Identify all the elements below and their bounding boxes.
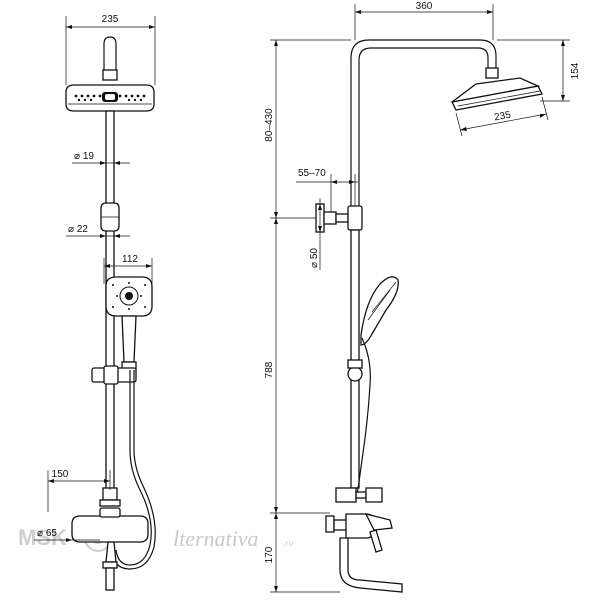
label-side-top-range: 80–430: [264, 108, 275, 142]
label-side-arm-reach: 360: [416, 1, 433, 12]
side-hose: [355, 337, 371, 501]
dimension-front-spout-offset: 150: [47, 469, 111, 512]
label-side-bar-height: 788: [264, 361, 275, 378]
dimension-side-wall-offset: 55–70: [296, 168, 358, 212]
dimension-front-bar-diameter: ⌀ 22: [66, 224, 130, 238]
label-front-mixer-diameter: ⌀ 65: [37, 528, 57, 539]
side-slide-holder: [347, 359, 363, 382]
front-view: 235 ⌀ 19: [34, 14, 156, 591]
front-mixer-body: [71, 507, 149, 591]
dimension-side-arm-reach: 360: [354, 1, 494, 40]
dimension-side-bar-height: 788: [264, 218, 330, 514]
front-diverter: [99, 487, 121, 507]
front-rain-head: [65, 84, 155, 112]
side-view: 360 154 235: [264, 1, 581, 593]
label-side-bracket-diameter: ⌀ 50: [309, 248, 320, 268]
watermark-prefix: MSK: [18, 525, 67, 550]
label-side-bottom-height: 170: [264, 546, 275, 563]
front-slide-bracket-top: [100, 202, 120, 232]
dimension-side-head-width: 235: [455, 96, 549, 137]
label-front-bar-diameter: ⌀ 22: [68, 224, 88, 235]
side-shower-arm-inner: [358, 47, 489, 210]
front-slide-holder: [91, 365, 137, 385]
label-side-head-height: 154: [570, 62, 581, 79]
label-side-wall-offset: 55–70: [298, 168, 326, 179]
dimension-front-pipe-diameter: ⌀ 19: [72, 151, 130, 165]
side-riser-pipe: [350, 229, 360, 489]
front-arm-connector: [102, 69, 118, 81]
label-front-pipe-diameter: ⌀ 19: [74, 151, 94, 162]
label-front-head-width: 235: [102, 14, 119, 25]
label-side-head-width: 235: [493, 110, 512, 124]
side-hand-shower: [360, 276, 399, 346]
dimension-side-bracket-diameter: ⌀ 50: [309, 198, 322, 270]
front-arm-hook: [103, 36, 117, 72]
side-shower-arm-outer: [350, 39, 497, 210]
front-hose: [115, 370, 152, 566]
side-bath-spout: [339, 537, 403, 593]
dimension-side-head-height: 154: [497, 39, 581, 102]
label-front-handshower-width: 112: [122, 254, 138, 265]
watermark-script: lternativa: [173, 526, 259, 551]
watermark-suffix: .ru: [283, 538, 294, 548]
dimension-front-handshower-width: 112: [103, 254, 153, 284]
side-wall-bracket: [315, 203, 363, 233]
label-front-spout-offset: 150: [52, 469, 69, 480]
dimension-front-head-width: 235: [65, 14, 156, 85]
dimension-front-mixer-diameter: ⌀ 65: [34, 528, 100, 542]
dimension-side-top-range: 80–430: [264, 39, 351, 219]
dimension-side-bottom-height: 170: [264, 513, 340, 593]
side-arm-connector: [485, 67, 499, 79]
watermark: MSK lternativa .ru: [18, 524, 294, 552]
side-mixer: [325, 487, 393, 553]
side-rain-head: [451, 77, 543, 111]
